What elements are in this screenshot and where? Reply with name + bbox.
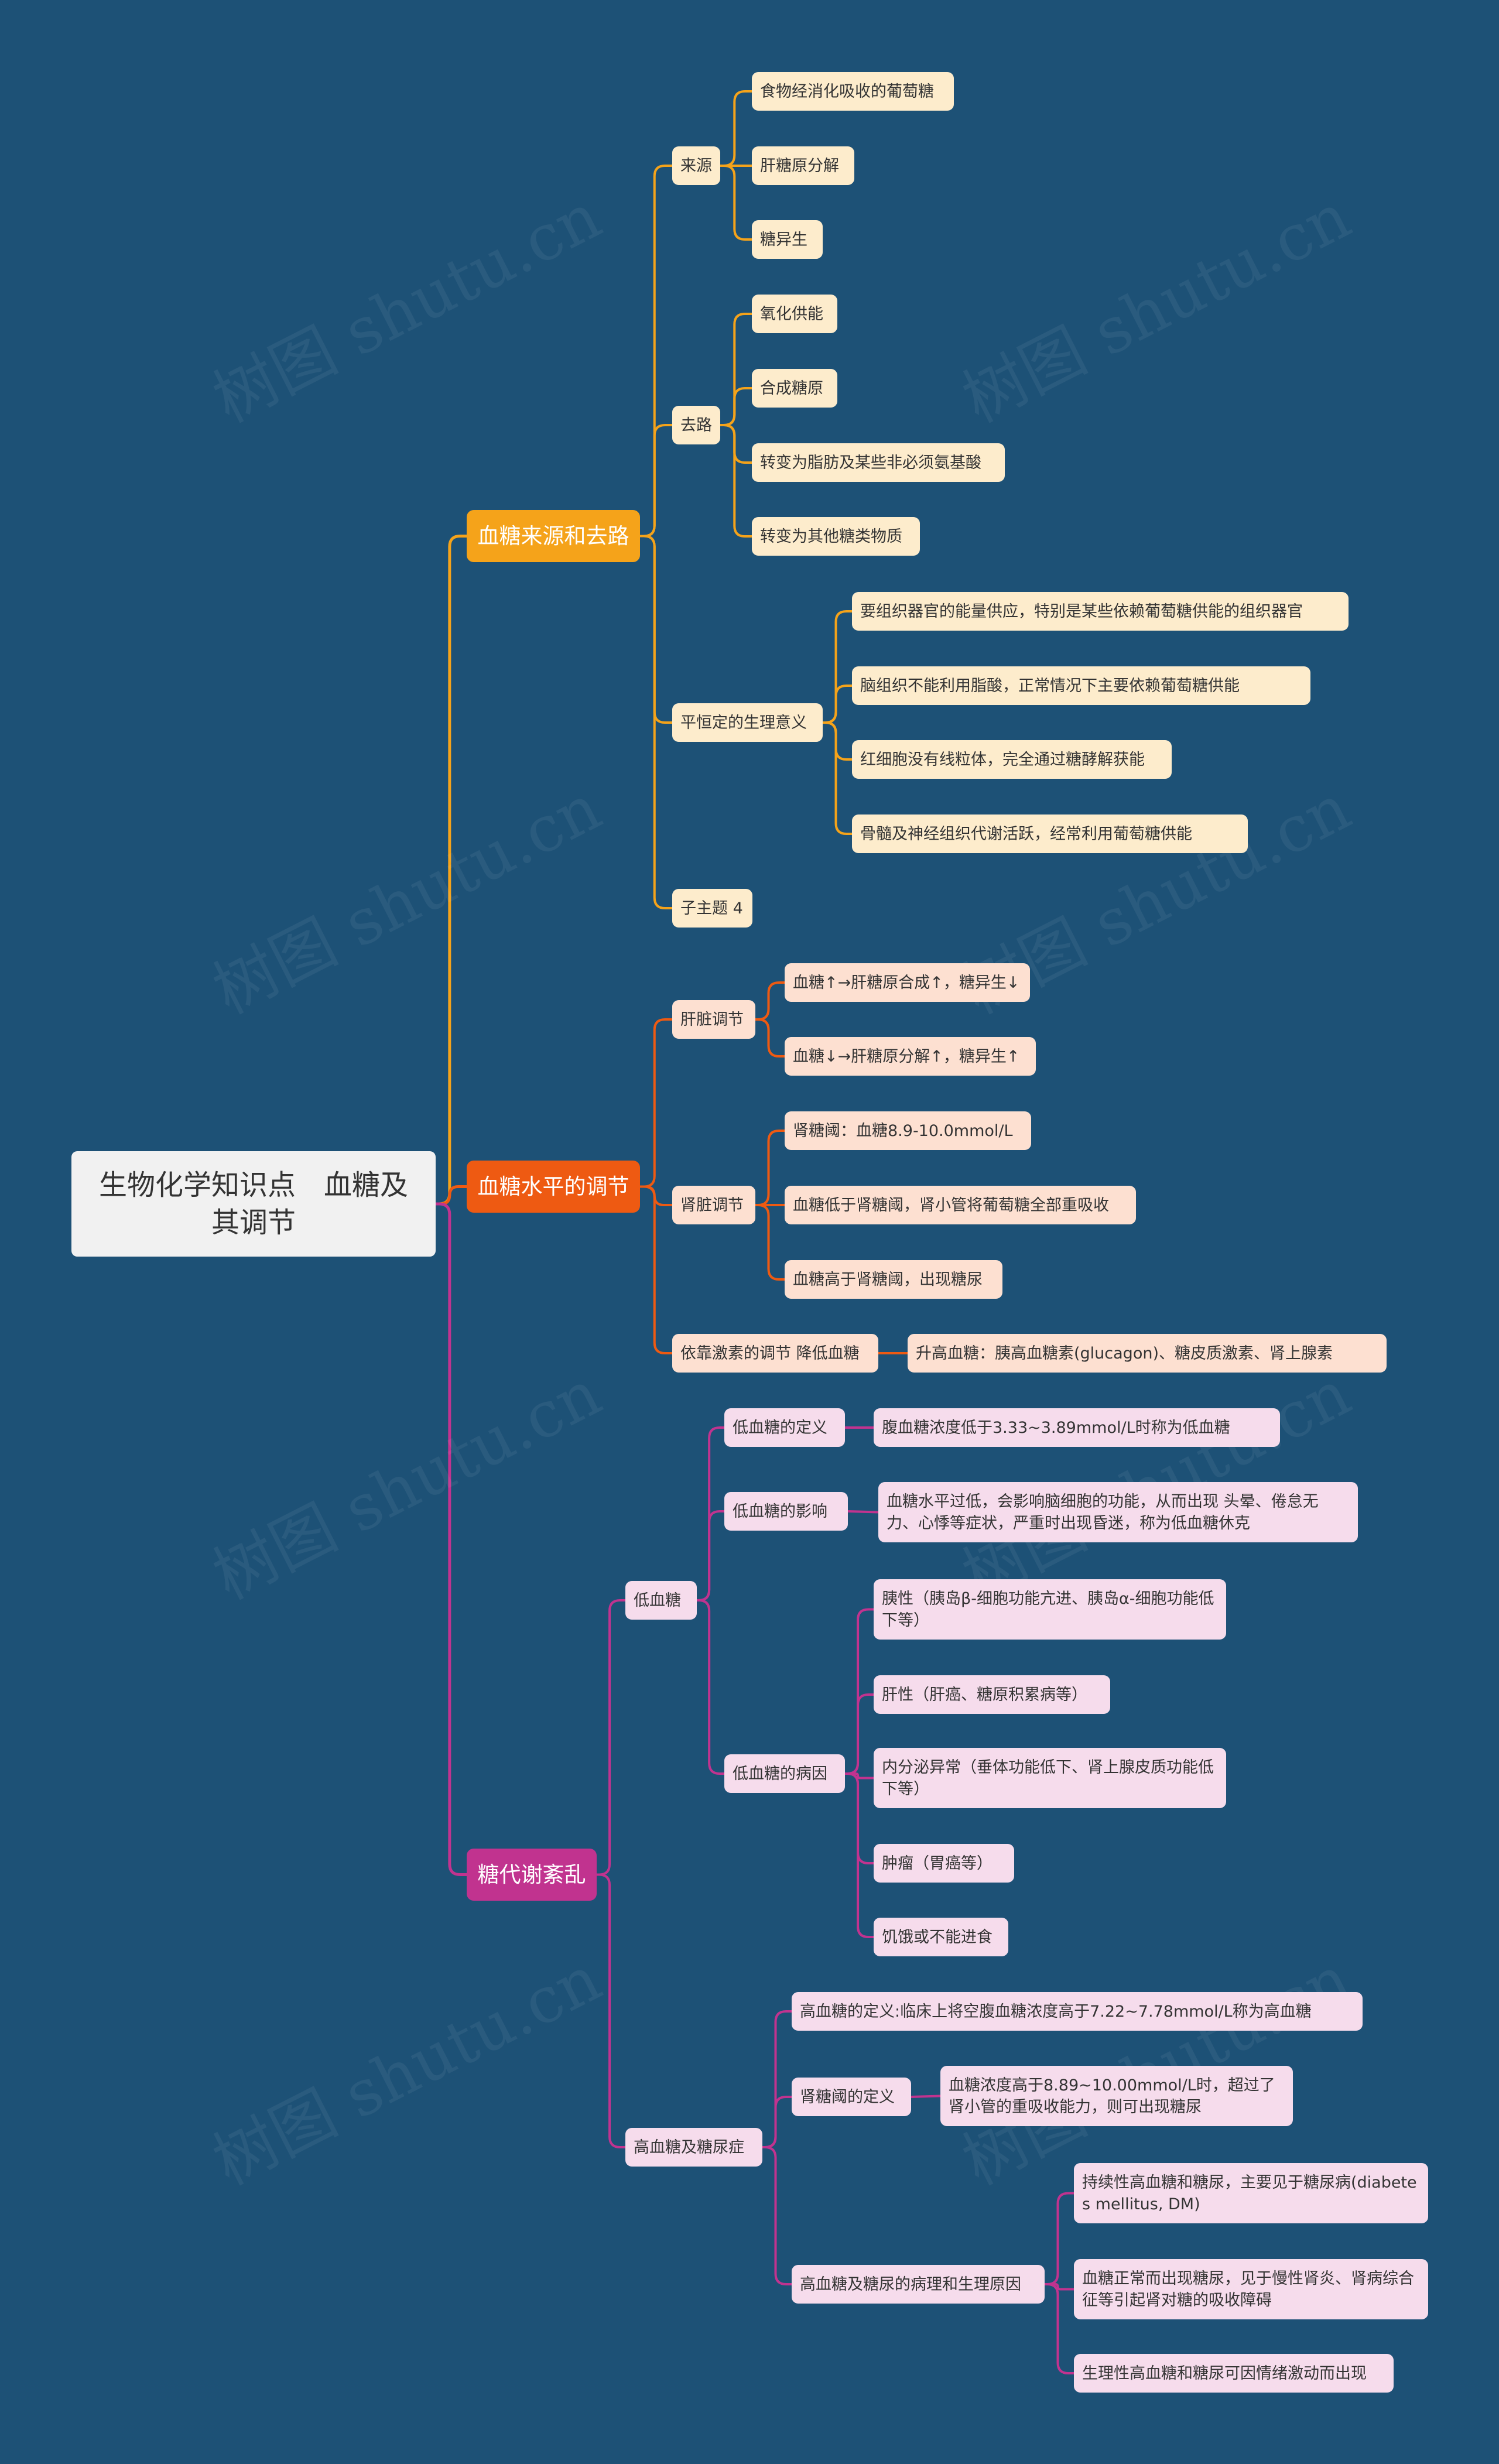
leaf-bone-marrow[interactable]: 骨髓及神经组织代谢活跃，经常利用葡萄糖供能 (852, 815, 1248, 853)
connector-b1s2l3 (720, 424, 752, 538)
connector-b3s2cl2 (1045, 2283, 1074, 2374)
connector-b1s3 (640, 535, 672, 724)
connector-b2s2l0 (755, 1130, 785, 1206)
connector-b1s4 (640, 535, 672, 909)
subtopic-4[interactable]: 子主题 4 (672, 889, 752, 928)
renal-threshold-definition[interactable]: 肾糖阈的定义 (792, 2078, 911, 2116)
leaf-pancreatic-cause[interactable]: 胰性（胰岛β-细胞功能亢进、胰岛α-细胞功能低下等） (874, 1579, 1226, 1640)
leaf-hypoglycemia-effect[interactable]: 血糖水平过低，会影响脑细胞的功能，从而出现 头晕、倦怠无力、心悸等症状，严重时出… (878, 1482, 1358, 1542)
connector-b1s3l1 (823, 685, 852, 724)
connector-b3s1cl3 (845, 1772, 874, 1864)
connector-b3s2cl1 (1045, 2283, 1074, 2291)
connector-b3s2bl0 (911, 2095, 941, 2098)
leaf-liver-low[interactable]: 血糖↓→肝糖原分解↑，糖异生↑ (785, 1037, 1036, 1076)
subtopic-source[interactable]: 来源 (672, 146, 720, 185)
connector-b3s2cl0 (1045, 2192, 1074, 2285)
connector-b2s1 (640, 1018, 672, 1188)
connector-b2s1l0 (755, 981, 785, 1021)
hypoglycemia-effect[interactable]: 低血糖的影响 (724, 1492, 848, 1531)
subtopic-hypoglycemia[interactable]: 低血糖 (625, 1581, 697, 1620)
connector-b1s3l0 (823, 610, 852, 724)
leaf-red-blood-cells[interactable]: 红细胞没有线粒体，完全通过糖酵解获能 (852, 740, 1172, 779)
leaf-other-sugars[interactable]: 转变为其他糖类物质 (752, 517, 920, 556)
subtopic-destination[interactable]: 去路 (672, 406, 720, 444)
hyperglycemia-cause[interactable]: 高血糖及糖尿的病理和生理原因 (792, 2265, 1045, 2304)
connector-b3s2b (762, 2096, 792, 2148)
connector-b3 (436, 1202, 467, 1876)
leaf-renal-glycosuria[interactable]: 血糖正常而出现糖尿，见于慢性肾炎、肾病综合征等引起肾对糖的吸收障碍 (1074, 2259, 1428, 2319)
connector-b3s2c (762, 2146, 792, 2285)
leaf-energy-supply[interactable]: 要组织器官的能量供应，特别是某些依赖葡萄糖供能的组织器官 (852, 592, 1349, 631)
subtopic-physiological-meaning[interactable]: 平恒定的生理意义 (672, 703, 823, 742)
root-topic[interactable]: 生物化学知识点 血糖及其调节 (71, 1151, 436, 1257)
connector-b3s1cl4 (845, 1772, 874, 1938)
hypoglycemia-definition[interactable]: 低血糖的定义 (724, 1408, 845, 1447)
leaf-physiological-glycosuria[interactable]: 生理性高血糖和糖尿可因情绪激动而出现 (1074, 2354, 1394, 2393)
hyperglycemia-definition[interactable]: 高血糖的定义:临床上将空腹血糖浓度高于7.22~7.78mmol/L称为高血糖 (792, 1992, 1363, 2031)
leaf-fat-conversion[interactable]: 转变为脂肪及某些非必须氨基酸 (752, 443, 1005, 482)
connector-b3s1cl1 (845, 1693, 874, 1775)
connector-b2s3 (640, 1185, 672, 1354)
main-topic-disorder[interactable]: 糖代谢紊乱 (467, 1849, 597, 1901)
connector-b3s1b (697, 1510, 724, 1601)
leaf-glycogen-synthesis[interactable]: 合成糖原 (752, 369, 837, 408)
leaf-renal-threshold[interactable]: 肾糖阈：血糖8.9-10.0mmol/L (785, 1111, 1031, 1150)
leaf-above-threshold[interactable]: 血糖高于肾糖阈，出现糖尿 (785, 1260, 1002, 1299)
leaf-brain-tissue[interactable]: 脑组织不能利用脂酸，正常情况下主要依赖葡萄糖供能 (852, 666, 1310, 705)
subtopic-kidney-regulation[interactable]: 肾脏调节 (672, 1186, 755, 1224)
subtopic-liver-regulation[interactable]: 肝脏调节 (672, 1000, 755, 1039)
leaf-glycogenolysis[interactable]: 肝糖原分解 (752, 146, 854, 185)
leaf-diabetes-mellitus[interactable]: 持续性高血糖和糖尿，主要见于糖尿病(diabetes mellitus, DM) (1074, 2163, 1428, 2223)
leaf-endocrine-cause[interactable]: 内分泌异常（垂体功能低下、肾上腺皮质功能低下等） (874, 1748, 1226, 1808)
connector-b3s1cl2 (845, 1772, 874, 1779)
connector-b1s2 (640, 424, 672, 538)
leaf-dietary-glucose[interactable]: 食物经消化吸收的葡萄糖 (752, 72, 954, 111)
leaf-hepatic-cause[interactable]: 肝性（肝癌、糖原积累病等） (874, 1675, 1110, 1714)
leaf-tumor-cause[interactable]: 肿瘤（胃癌等） (874, 1844, 1014, 1883)
connector-b3s1c (697, 1599, 724, 1775)
main-topic-regulation[interactable]: 血糖水平的调节 (467, 1161, 640, 1213)
connector-b3s2a (762, 2010, 792, 2148)
hypoglycemia-cause[interactable]: 低血糖的病因 (724, 1754, 845, 1793)
connector-b1s2l0 (720, 313, 752, 426)
subtopic-hormone-regulation[interactable]: 依靠激素的调节 降低血糖 (672, 1334, 878, 1373)
connector-b1s1l0 (720, 90, 752, 167)
leaf-hypoglycemia-definition[interactable]: 腹血糖浓度低于3.33~3.89mmol/L时称为低血糖 (874, 1408, 1280, 1447)
connector-b1s3l3 (823, 721, 852, 835)
leaf-raising-hormones[interactable]: 升高血糖：胰高血糖素(glucagon)、糖皮质激素、肾上腺素 (908, 1334, 1387, 1373)
connector-b2 (436, 1185, 467, 1206)
connector-b3s1bl0 (847, 1510, 879, 1514)
connector-b1s2l2 (720, 424, 752, 464)
connector-b1s1l2 (720, 165, 752, 241)
leaf-below-threshold[interactable]: 血糖低于肾糖阈，肾小管将葡萄糖全部重吸收 (785, 1186, 1136, 1224)
connector-b2s1l1 (755, 1018, 785, 1058)
connector-b1s3l2 (823, 721, 852, 761)
leaf-renal-threshold-definition[interactable]: 血糖浓度高于8.89~10.00mmol/L时，超过了肾小管的重吸收能力，则可出… (940, 2066, 1293, 2126)
connector-b1 (436, 535, 467, 1206)
connector-b3s1 (597, 1599, 625, 1876)
connector-b3s2 (597, 1873, 625, 2148)
leaf-gluconeogenesis[interactable]: 糖异生 (752, 220, 823, 259)
leaf-liver-high[interactable]: 血糖↑→肝糖原合成↑，糖异生↓ (785, 963, 1030, 1002)
connector-b1s2l1 (720, 387, 752, 426)
connector-b2s2 (640, 1185, 672, 1206)
connector-b2s2l2 (755, 1204, 785, 1281)
subtopic-hyperglycemia[interactable]: 高血糖及糖尿症 (625, 2128, 762, 2167)
leaf-oxidation[interactable]: 氧化供能 (752, 295, 837, 333)
leaf-starvation-cause[interactable]: 饥饿或不能进食 (874, 1918, 1008, 1956)
main-topic-source-and-destination[interactable]: 血糖来源和去路 (467, 510, 640, 562)
connector-b1s1 (640, 165, 672, 538)
connector-b3s1cl0 (845, 1608, 874, 1775)
